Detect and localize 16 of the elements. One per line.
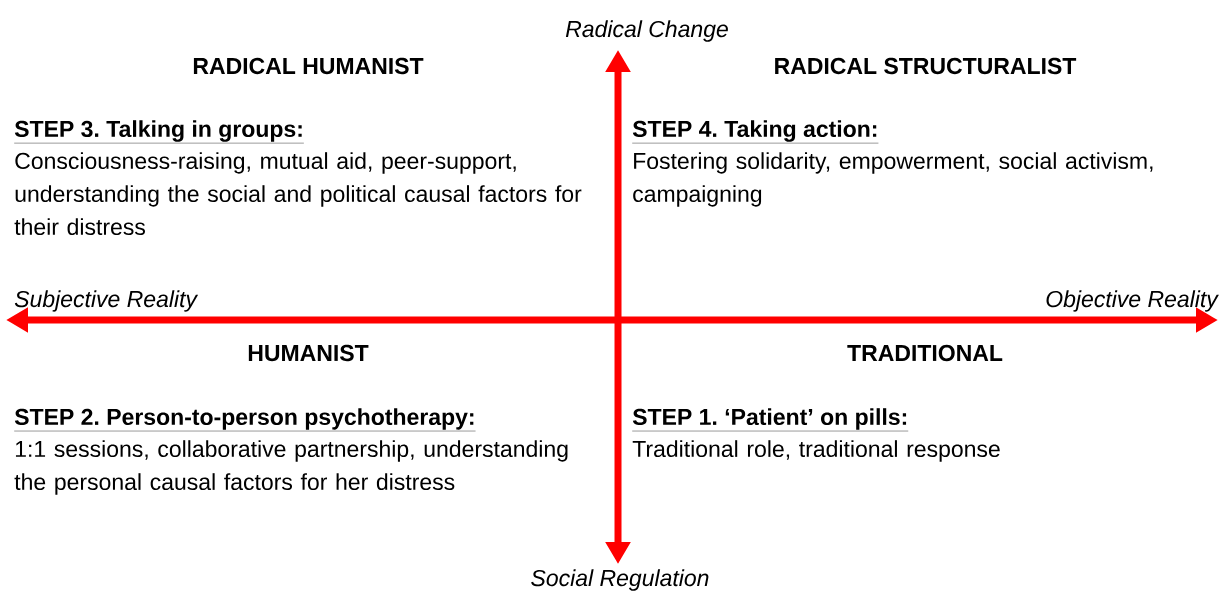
step-description: Consciousness-raising, mutual aid, peer-support, understanding the social and political causal factors for their distress [14, 152, 582, 236]
quadrant-heading: RADICAL HUMANIST [193, 57, 424, 75]
step-heading: STEP 1. ‘Patient’ on pills: [632, 408, 909, 432]
step-description: Traditional role, traditional response [632, 440, 1000, 462]
step-heading: STEP 3. Talking in groups: [14, 120, 305, 144]
quadrant-heading: HUMANIST [248, 344, 369, 362]
step-heading: STEP 2. Person-to-person psychotherapy: [14, 408, 476, 432]
axis-label: Subjective Reality [14, 290, 199, 312]
step-description: 1:1 sessions, collaborative partnership, understanding the personal causal factors for her distress [14, 440, 568, 495]
axis-label: Social Regulation [531, 569, 709, 591]
step-description: Fostering solidarity, empowerment, social activism, campaigning [633, 152, 1153, 207]
quadrant-heading: RADICAL STRUCTURALIST [775, 57, 1077, 75]
quadrant-heading: TRADITIONAL [847, 344, 1003, 362]
axis-label: Radical Change [565, 20, 728, 42]
step-heading: STEP 4. Taking action: [632, 120, 879, 144]
axis-label: Objective Reality [1046, 290, 1219, 312]
